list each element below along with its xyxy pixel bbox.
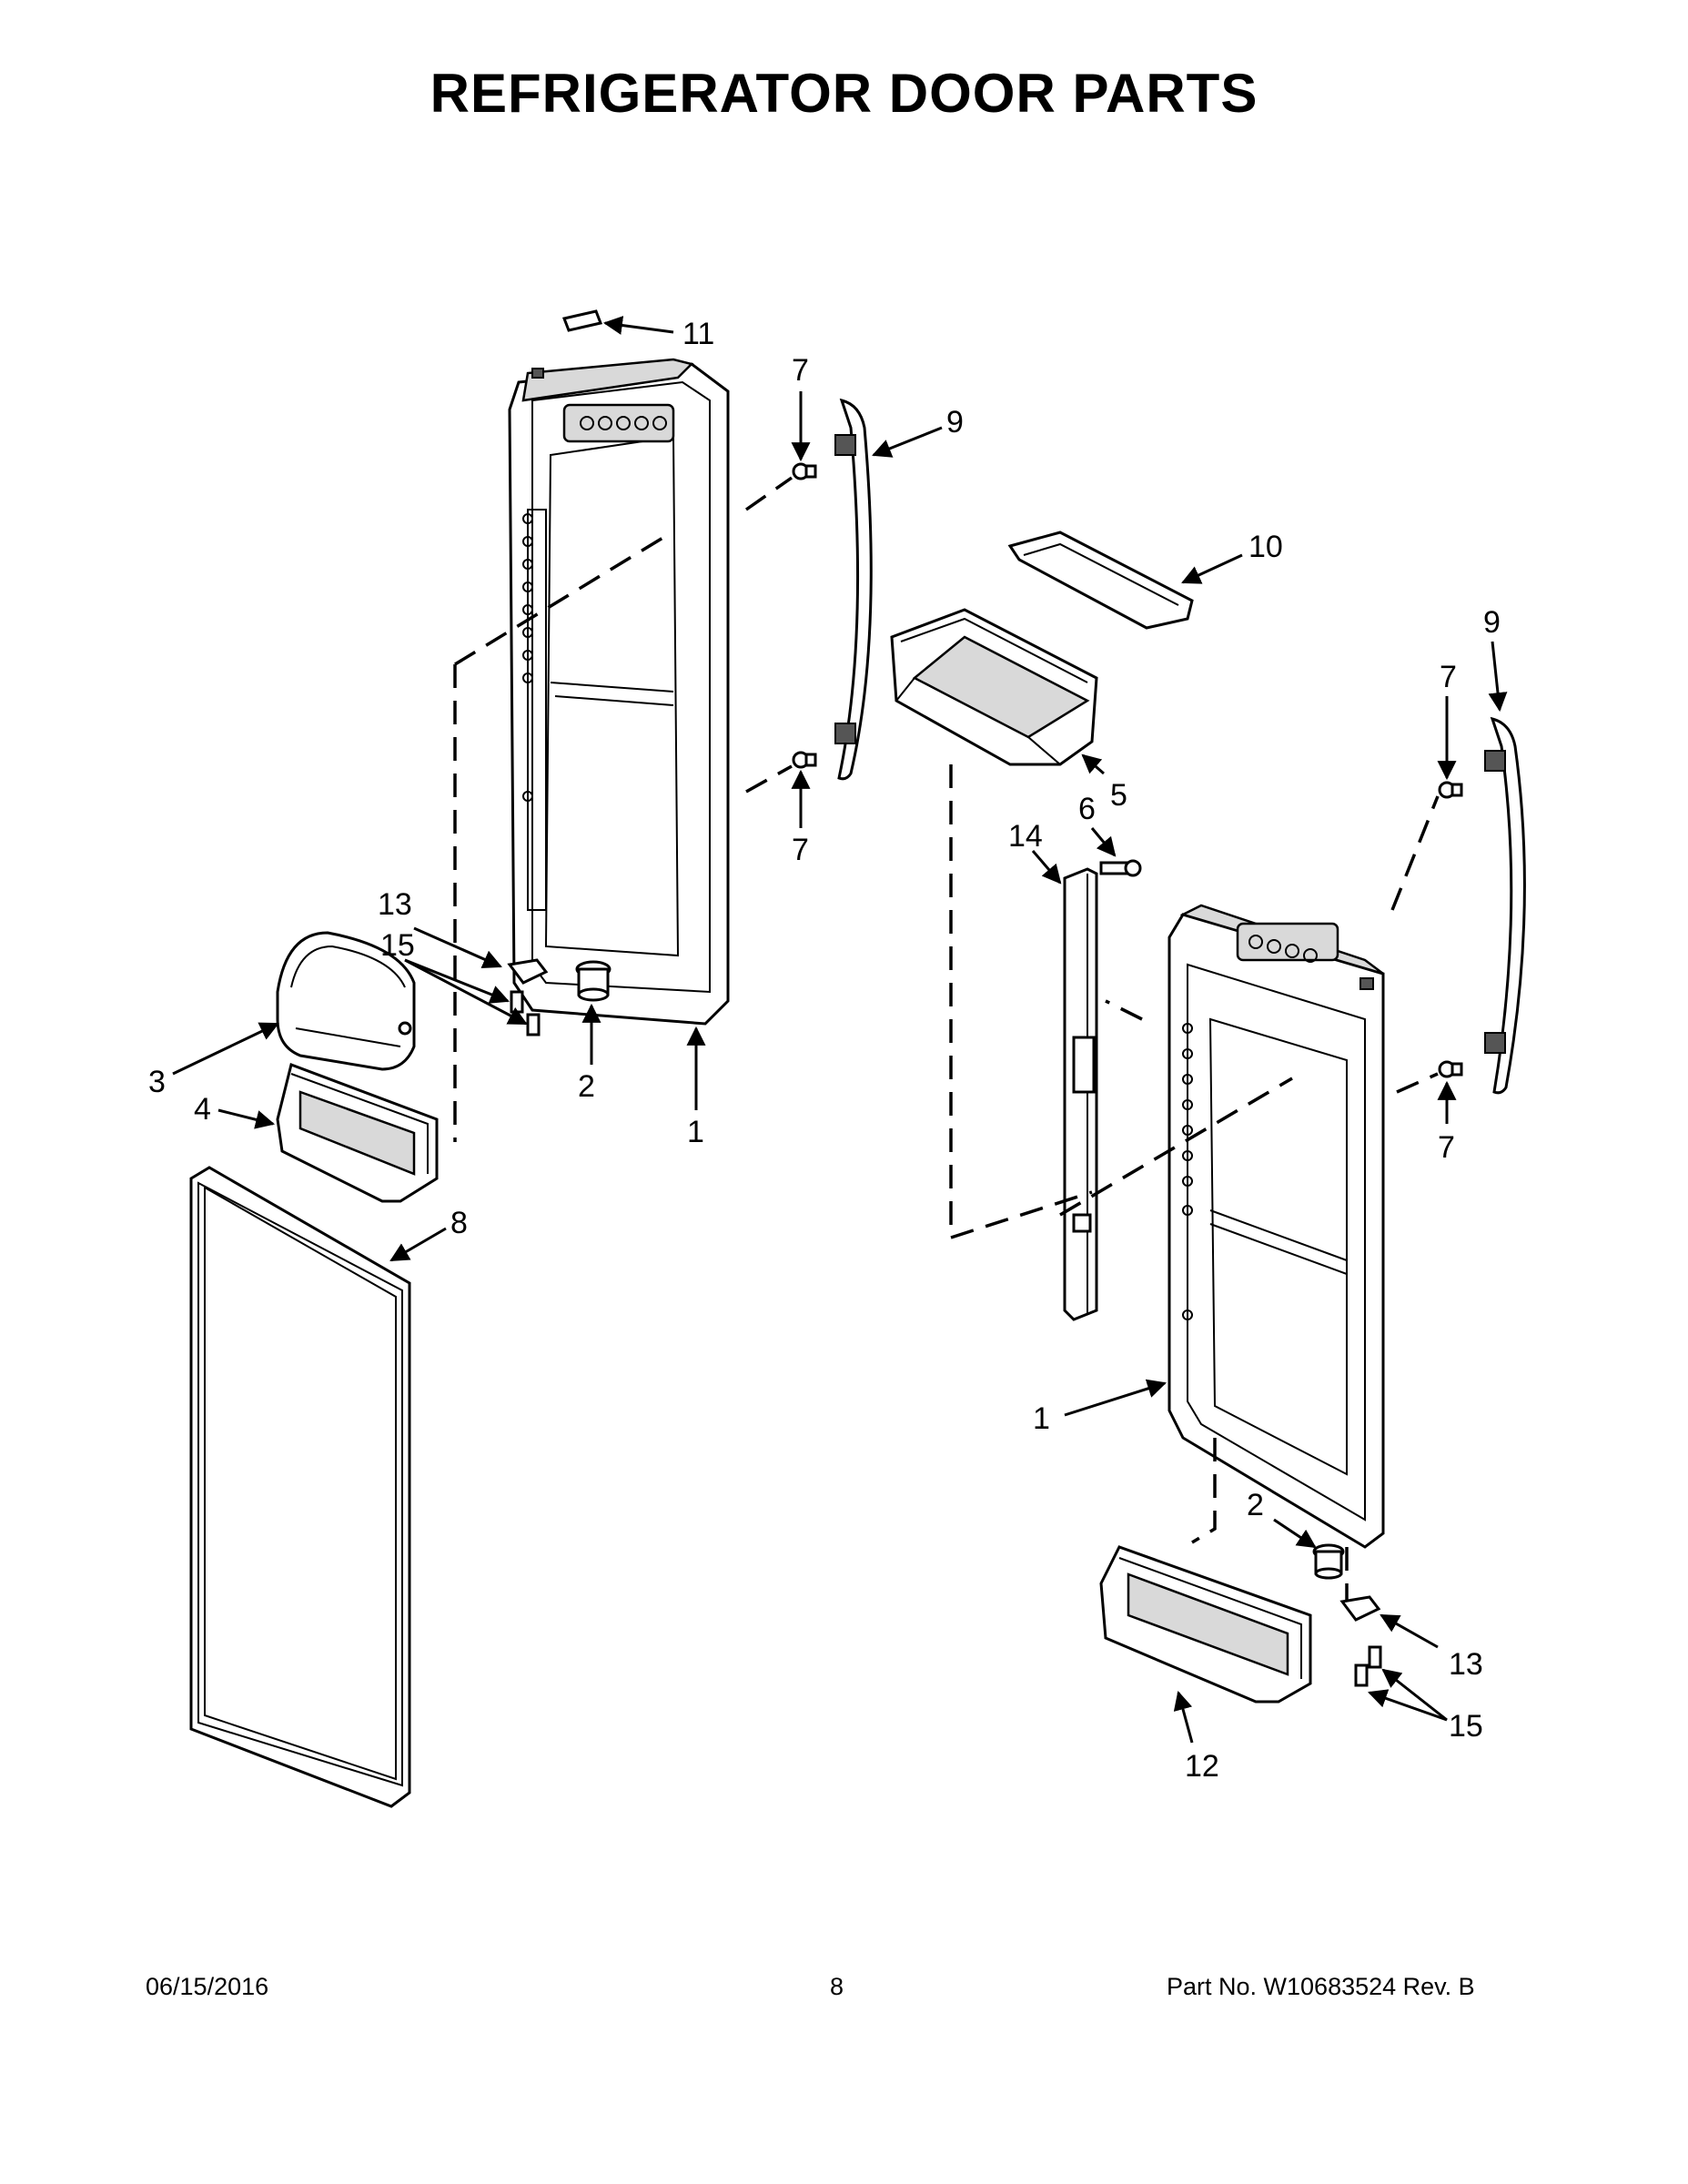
- callout-3: 3: [148, 1065, 166, 1099]
- callout-7-right-upper: 7: [1440, 660, 1457, 694]
- door-gasket-part-8: [189, 1166, 411, 1808]
- lower-bin-part-12: [1099, 1545, 1312, 1704]
- screw-part-6: [1099, 859, 1142, 877]
- left-door-handle: [834, 398, 873, 781]
- callout-2-right: 2: [1247, 1488, 1264, 1522]
- callout-7-left-upper: 7: [792, 353, 809, 388]
- callout-13-right: 13: [1449, 1647, 1483, 1682]
- callout-1-right: 1: [1033, 1401, 1050, 1436]
- dairy-bin-part-4: [276, 1063, 439, 1203]
- dairy-door-part-3: [276, 931, 416, 1071]
- left-handle-stud-upper: [792, 462, 817, 480]
- callout-15-right: 15: [1449, 1709, 1483, 1744]
- left-door-top-clip: [531, 368, 544, 379]
- callout-2-left: 2: [578, 1069, 595, 1104]
- left-handle-stud-lower: [792, 751, 817, 769]
- callout-11: 11: [682, 317, 714, 351]
- shelf-cover-part-10: [1007, 531, 1194, 630]
- left-screw-part-15-upper: [510, 990, 524, 1014]
- right-door-liner: [1167, 904, 1385, 1549]
- callout-7-left-lower: 7: [792, 833, 809, 867]
- door-clip-part-11: [561, 309, 603, 332]
- right-door-handle: [1484, 716, 1526, 1095]
- right-door-cam-part-2: [1312, 1543, 1345, 1580]
- left-door-top-controls: [562, 403, 675, 443]
- callout-9-left: 9: [946, 405, 964, 440]
- left-door-cam-part-2: [575, 960, 612, 1002]
- left-handle-upper-mount: [834, 434, 856, 456]
- right-screw-part-15-upper: [1368, 1645, 1382, 1669]
- callout-1-left: 1: [687, 1115, 704, 1149]
- left-door-liner: [508, 358, 730, 1026]
- callout-7-right-lower: 7: [1438, 1130, 1455, 1165]
- callout-6: 6: [1078, 792, 1096, 826]
- footer-date: 06/15/2016: [146, 1973, 269, 2000]
- left-door-liner-buttons: [522, 513, 533, 802]
- footer-page-number: 8: [830, 1973, 844, 2000]
- callout-9-right: 9: [1483, 605, 1501, 640]
- right-handle-stud-upper: [1438, 781, 1463, 799]
- left-hinge-bracket-part-13: [507, 958, 549, 985]
- callout-14: 14: [1008, 819, 1043, 854]
- page-title: REFRIGERATOR DOOR PARTS: [430, 63, 1258, 124]
- right-handle-upper-mount: [1484, 750, 1506, 772]
- right-hinge-bracket-part-13: [1339, 1595, 1381, 1622]
- callout-10: 10: [1248, 530, 1283, 564]
- right-door-liner-buttons: [1182, 1023, 1193, 1320]
- footer-part-number: Part No. W10683524 Rev. B: [1167, 1973, 1475, 2000]
- callout-15-left: 15: [380, 928, 415, 963]
- callout-12: 12: [1185, 1749, 1219, 1784]
- left-screw-part-15-lower: [526, 1013, 541, 1036]
- callout-4: 4: [194, 1092, 211, 1127]
- callout-8: 8: [450, 1206, 468, 1240]
- callout-5: 5: [1110, 778, 1127, 813]
- door-bin-part-5: [890, 608, 1098, 766]
- right-handle-lower-mount: [1484, 1032, 1506, 1054]
- callout-13-left: 13: [378, 887, 412, 922]
- assembly-dashed-lines: [453, 476, 1440, 1602]
- right-screw-part-15-lower: [1354, 1663, 1369, 1687]
- right-handle-stud-lower: [1438, 1060, 1463, 1078]
- left-handle-lower-mount: [834, 723, 856, 744]
- callout-leader-lines: [172, 316, 1508, 1744]
- mullion-part-14: [1063, 867, 1098, 1321]
- callout-labels: 11 7 9 10 9 7 5 7 6 14 13 15 2 1 3 4 8 7…: [148, 317, 1501, 1784]
